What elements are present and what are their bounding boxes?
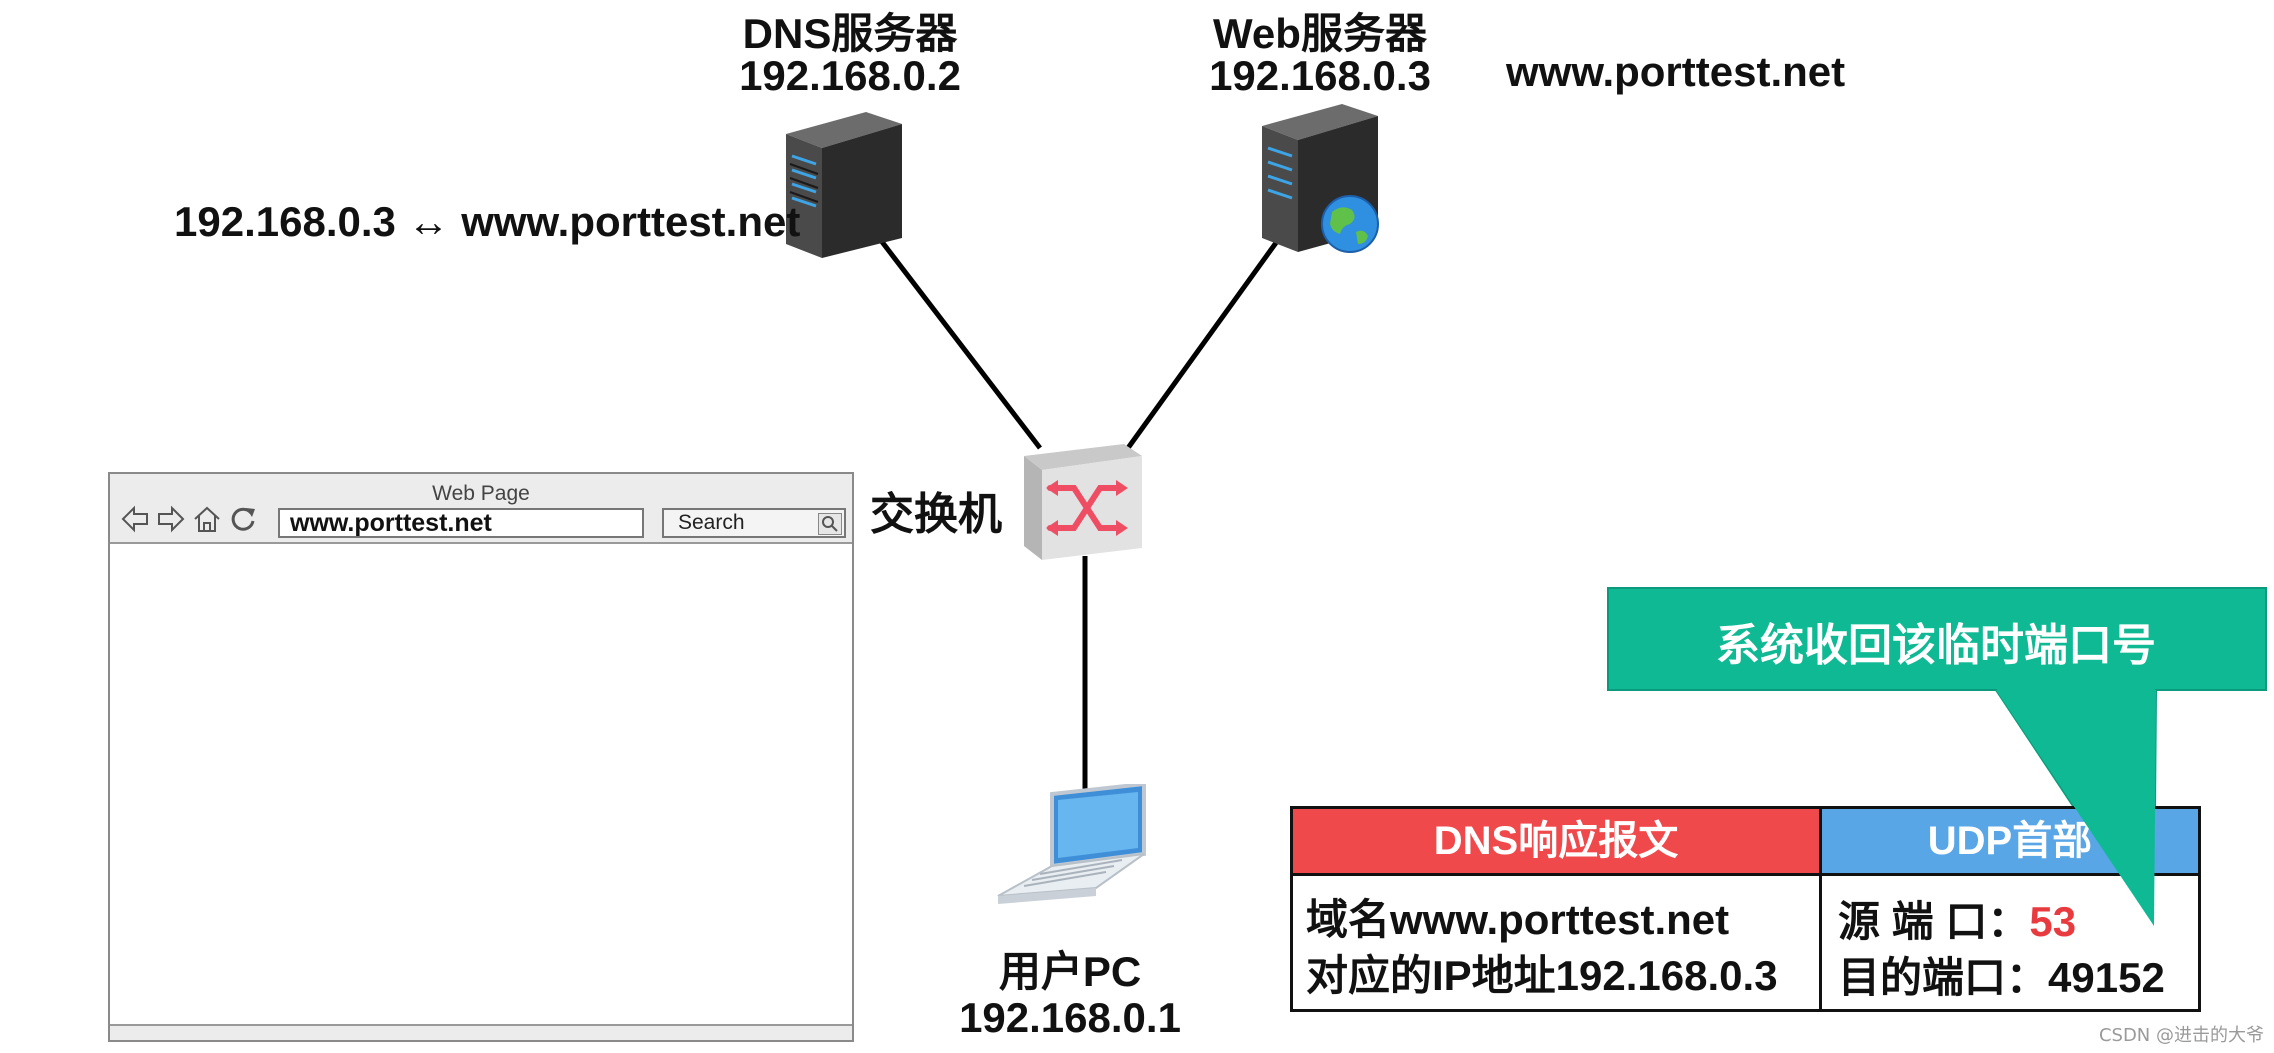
search-icon[interactable]	[818, 513, 842, 535]
home-icon[interactable]	[192, 504, 222, 534]
laptop-icon	[996, 784, 1150, 914]
dns-server-ip: 192.168.0.2	[700, 52, 1000, 100]
browser-title: Web Page	[110, 482, 852, 506]
dns-mapping-label: 192.168.0.3 ↔ www.porttest.net	[174, 198, 800, 246]
browser-toolbar: Web Page www.porttest.net Search	[110, 474, 852, 544]
dns-response-line-1: 域名www.porttest.net	[1306, 886, 1729, 947]
destination-port-value: 49152	[2048, 954, 2165, 1001]
back-arrow-icon[interactable]	[120, 504, 150, 534]
link-dns-switch	[876, 234, 1040, 448]
refresh-icon[interactable]	[228, 504, 258, 534]
web-server-domain: www.porttest.net	[1506, 48, 1845, 96]
link-web-switch	[1128, 240, 1278, 448]
search-input[interactable]: Search	[662, 508, 846, 538]
search-placeholder: Search	[678, 511, 745, 534]
browser-window: Web Page www.porttest.net Search	[108, 472, 854, 1042]
address-bar[interactable]: www.porttest.net	[278, 508, 644, 538]
dns-response-line-2: 对应的IP地址192.168.0.3	[1306, 942, 1778, 1003]
switch-label: 交换机	[870, 478, 1002, 542]
callout-text: 系统收回该临时端口号	[1608, 605, 2264, 687]
switch-icon	[1024, 444, 1146, 562]
user-pc-ip: 192.168.0.1	[950, 994, 1190, 1042]
web-server-ip: 192.168.0.3	[1170, 52, 1470, 100]
browser-status-bar	[110, 1024, 852, 1040]
watermark: CSDN @进击的大爷	[2099, 1021, 2264, 1047]
web-server-icon	[1260, 104, 1390, 264]
destination-port-label: 目的端口：	[1838, 954, 2048, 1001]
callout-tail	[1996, 690, 2162, 930]
user-pc-name: 用户PC	[950, 938, 1190, 999]
dns-response-header: DNS响应报文	[1290, 806, 1822, 876]
dns-server-icon	[786, 112, 916, 262]
destination-port-row: 目的端口：49152	[1838, 944, 2165, 1005]
forward-arrow-icon[interactable]	[156, 504, 186, 534]
